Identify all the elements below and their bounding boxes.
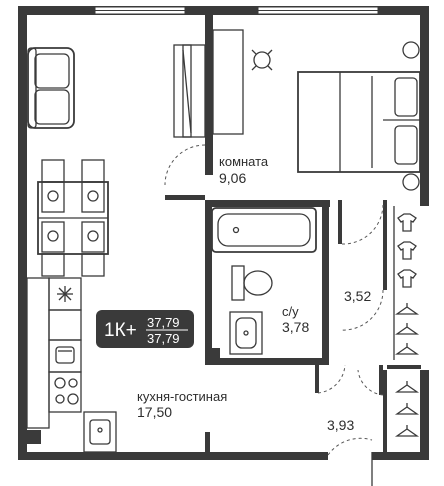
tv-stand — [173, 44, 206, 138]
kitchen-living-name: кухня-гостиная — [137, 389, 227, 404]
apartment-badge: 1К+ 37,79 37,79 — [96, 310, 194, 348]
bedroom-name: комната — [219, 154, 269, 169]
room-labels: комната 9,06 с/у 3,78 3,52 3,93 кухня-го… — [137, 154, 371, 433]
kitchen-living-area: 17,50 — [137, 404, 172, 420]
kitchen-sink-icon — [89, 419, 111, 445]
bathroom-name: с/у — [282, 304, 299, 319]
kitchen-counter — [26, 277, 117, 453]
wardrobe — [393, 206, 420, 437]
bathtub — [211, 207, 317, 253]
hanger-icon — [394, 303, 420, 437]
doors — [164, 144, 384, 486]
bedroom-area: 9,06 — [219, 170, 246, 186]
fridge-icon — [57, 286, 73, 302]
hall-area: 3,93 — [327, 417, 354, 433]
badge-area-total: 37,79 — [147, 315, 180, 330]
nightstand-icon — [402, 41, 420, 191]
desk — [212, 29, 273, 135]
shirt-icon — [397, 213, 417, 288]
badge-type: 1К+ — [104, 320, 137, 341]
windows — [94, 6, 379, 15]
oven-icon — [55, 346, 75, 364]
badge-area-living: 37,79 — [147, 331, 180, 346]
closet-area: 3,52 — [344, 288, 371, 304]
bed — [297, 71, 421, 173]
sofa — [27, 47, 75, 129]
toilet-icon — [231, 265, 273, 301]
walls — [18, 6, 429, 460]
dining-table — [37, 159, 109, 277]
stove-icon — [54, 377, 79, 405]
washbasin-icon — [229, 311, 263, 355]
bathroom-area: 3,78 — [282, 319, 309, 335]
chair — [41, 159, 105, 277]
badge-background — [96, 310, 194, 348]
